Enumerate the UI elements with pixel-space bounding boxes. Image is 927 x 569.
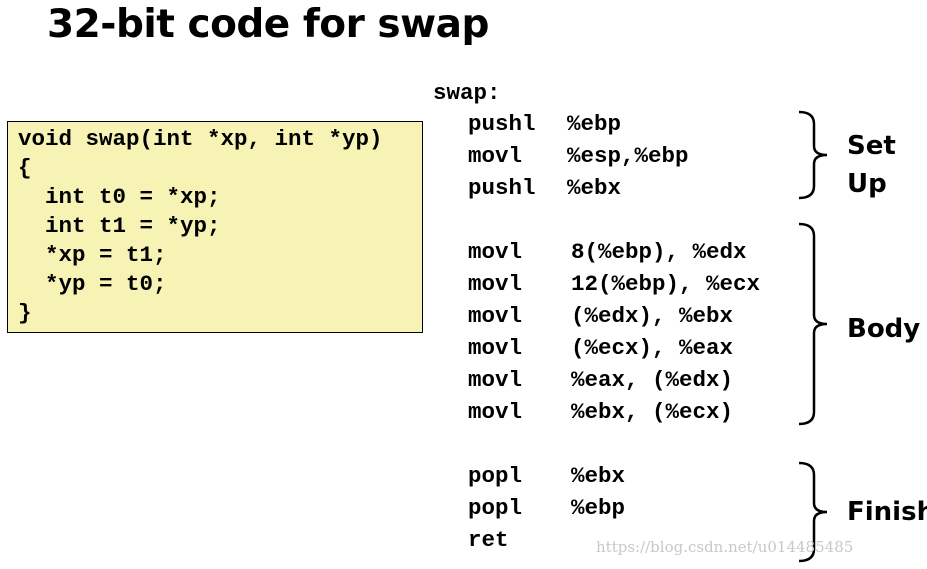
asm-operands: %ebx, (%ecx) — [571, 399, 734, 425]
section-label-finish: Finish — [847, 497, 927, 527]
body-brace — [798, 222, 828, 426]
c-code-line: int t1 = *yp; — [18, 213, 221, 239]
asm-operands: (%ecx), %eax — [571, 335, 734, 361]
asm-operands: 8(%ebp), %edx — [571, 239, 747, 265]
asm-operands: %esp,%ebp — [567, 143, 689, 169]
c-code-line: *yp = t0; — [18, 271, 167, 297]
watermark: https://blog.csdn.net/u014485485 — [596, 538, 854, 556]
c-code-line: } — [18, 300, 32, 326]
c-code-line: { — [18, 155, 32, 181]
asm-opcode: movl — [468, 335, 523, 361]
asm-operands: %ebx — [567, 175, 622, 201]
asm-opcode: movl — [468, 303, 523, 329]
c-code-line: int t0 = *xp; — [18, 184, 221, 210]
finish-brace — [798, 461, 828, 563]
asm-opcode: pushl — [468, 111, 536, 137]
asm-operands: %ebp — [567, 111, 622, 137]
page-title: 32-bit code for swap — [47, 2, 489, 47]
section-label-body: Body — [847, 314, 921, 344]
c-source-box: void swap(int *xp, int *yp) { int t0 = *… — [7, 121, 423, 333]
asm-opcode: popl — [468, 495, 523, 521]
setup-brace — [798, 110, 828, 200]
asm-opcode: ret — [468, 527, 509, 553]
asm-opcode: movl — [468, 271, 523, 297]
c-code-line: *xp = t1; — [18, 242, 167, 268]
asm-operands: (%edx), %ebx — [571, 303, 734, 329]
asm-operands: 12(%ebp), %ecx — [571, 271, 761, 297]
c-code-line: void swap(int *xp, int *yp) — [18, 126, 383, 152]
asm-operands: %eax, (%edx) — [571, 367, 734, 393]
asm-operands: %ebp — [571, 495, 626, 521]
asm-operands: %ebx — [571, 463, 626, 489]
asm-opcode: movl — [468, 143, 523, 169]
asm-opcode: pushl — [468, 175, 536, 201]
section-label-up: Up — [847, 169, 887, 199]
asm-opcode: movl — [468, 367, 523, 393]
asm-function-label: swap: — [433, 80, 501, 106]
asm-opcode: movl — [468, 399, 523, 425]
section-label-set: Set — [847, 131, 896, 161]
asm-opcode: popl — [468, 463, 523, 489]
asm-opcode: movl — [468, 239, 523, 265]
